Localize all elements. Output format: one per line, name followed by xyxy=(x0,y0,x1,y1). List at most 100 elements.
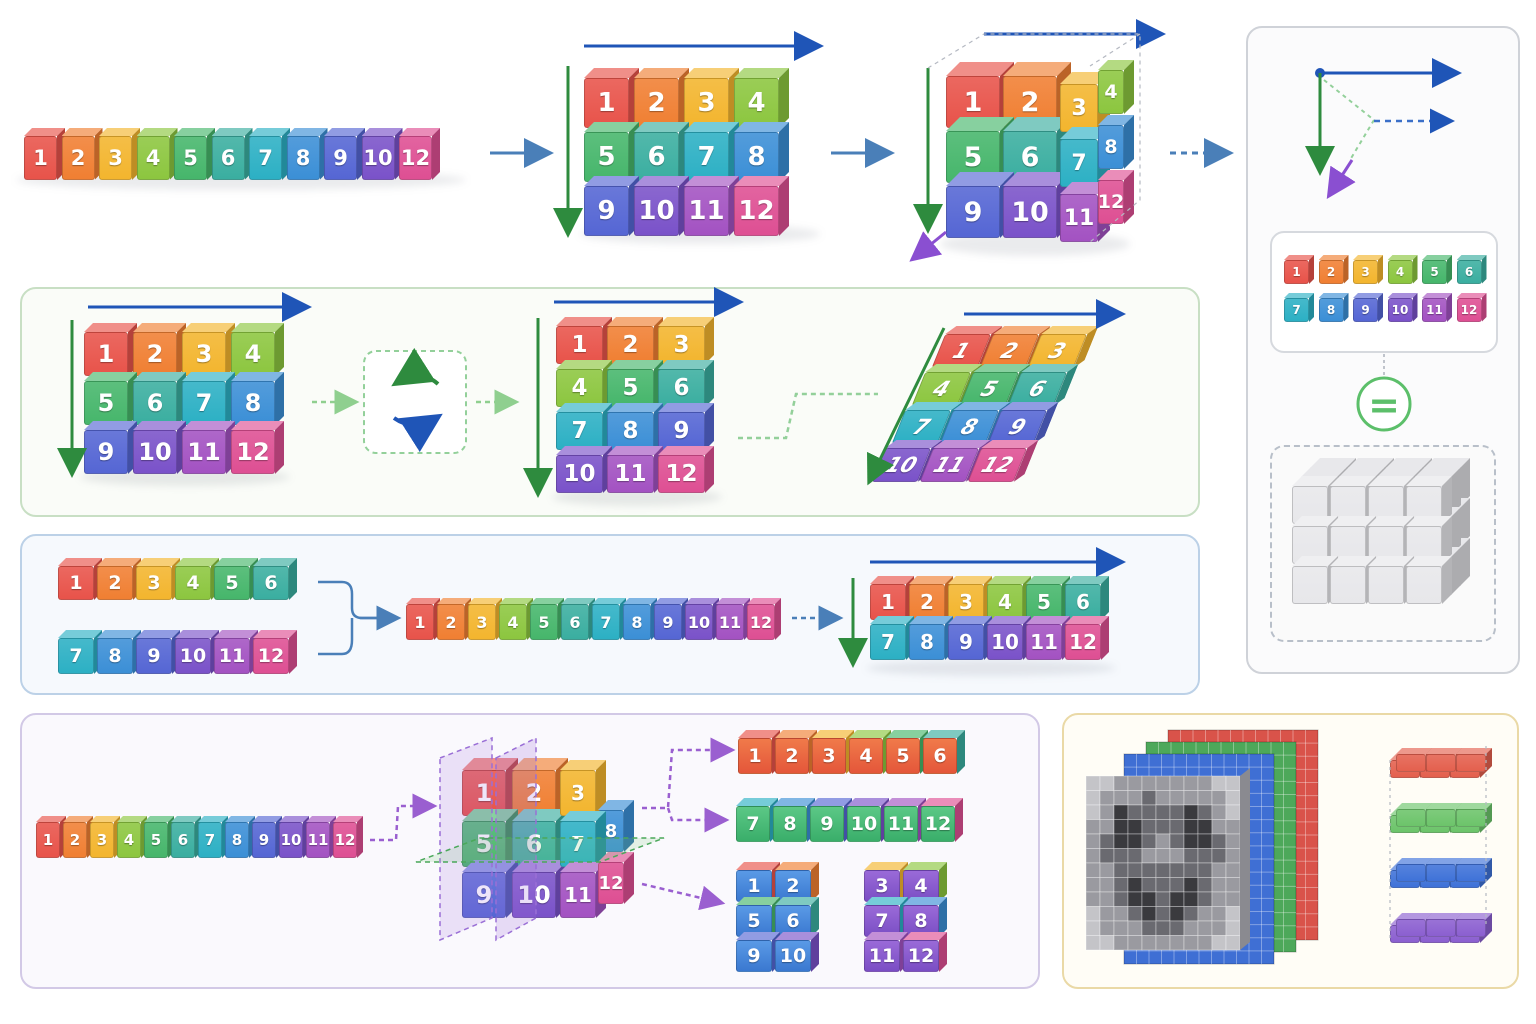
inset-cube-11-label: 11 xyxy=(1422,298,1447,322)
concat-result-cube-8-label: 8 xyxy=(623,604,651,640)
block-side-cube-12-label: 12 xyxy=(1098,180,1124,224)
grid4x3-cube-11-label: 11 xyxy=(607,455,654,493)
split-block-b-cube-11-label: 11 xyxy=(864,940,900,972)
concat-grid-cube-2-label: 2 xyxy=(909,584,945,620)
concat-grid-cube-12: 12 xyxy=(1065,616,1109,660)
inset-cube-5: 5 xyxy=(1422,255,1452,284)
split-input-cube-12-label: 12 xyxy=(333,822,357,858)
grid-cube-2-label: 2 xyxy=(634,78,679,128)
concat-result-cube-12-label: 12 xyxy=(747,604,775,640)
grid4x3-cube-9-label: 9 xyxy=(658,412,705,450)
flat-cube-9-label: 9 xyxy=(324,136,357,180)
split-front-cube-2-label: 2 xyxy=(512,770,556,816)
flat-cube-5-label: 5 xyxy=(174,136,207,180)
split-input-cube-1-label: 1 xyxy=(36,822,60,858)
block-side-cube-7-label: 7 xyxy=(1060,139,1098,187)
split-block-a-cube-9-label: 9 xyxy=(736,940,772,972)
concat-result-cube-11-label: 11 xyxy=(716,604,744,640)
split-row-b-cube-8-label: 8 xyxy=(773,806,807,842)
flat-cube-4-label: 4 xyxy=(136,136,170,180)
grid-cube-10-label: 10 xyxy=(634,186,679,236)
concat-grid-cube-5: 5 xyxy=(1026,576,1070,620)
flat-cube-12-label: 12 xyxy=(399,136,432,180)
concat-a-cube-4-label: 4 xyxy=(175,566,211,600)
concat-grid-cube-1-label: 1 xyxy=(870,584,906,620)
split-input-cube-7-label: 7 xyxy=(198,822,222,858)
split-input-cube-2-label: 2 xyxy=(63,822,87,858)
grid4x3-cube-5-label: 5 xyxy=(607,369,654,407)
grid-cube-7: 7 xyxy=(684,122,739,182)
grid-cube-9: 9 xyxy=(584,176,639,236)
reshape-cube-2-label: 2 xyxy=(133,332,177,376)
reshape-cube-10-label: 10 xyxy=(133,430,177,474)
concat-a-cube-6: 6 xyxy=(253,558,297,600)
inset-cube-10: 10 xyxy=(1387,293,1418,322)
split-row-a-cube-6: 6 xyxy=(923,730,965,774)
grid4x3-cube-4-label: 4 xyxy=(556,369,603,407)
split-side-cube-3-label: 3 xyxy=(560,770,596,816)
reshape-cube-9-label: 9 xyxy=(84,430,128,474)
split-row-b-cube-9-label: 9 xyxy=(810,806,844,842)
grid4x3-cube-9: 9 xyxy=(658,403,714,450)
flat-cube-7: 7 xyxy=(249,128,290,180)
concat-result-cube-7: 7 xyxy=(592,598,626,640)
grid4x3-cube-12-label: 12 xyxy=(658,455,705,493)
reshape-cube-7: 7 xyxy=(182,372,235,425)
split-input-cube-10-label: 10 xyxy=(279,822,303,858)
split-row-a-cube-5-label: 5 xyxy=(886,738,920,774)
concat-grid-cube-6-label: 6 xyxy=(1065,584,1101,620)
reshape-cube-11: 11 xyxy=(182,421,235,474)
inset-cube-8-label: 8 xyxy=(1318,298,1344,322)
concat-b-cube-11: 11 xyxy=(214,630,258,674)
concat-grid-cube-3-label: 3 xyxy=(948,584,984,620)
reshape-cube-12: 12 xyxy=(231,421,284,474)
reshape-cube-5-label: 5 xyxy=(84,381,128,425)
grid-cube-11-label: 11 xyxy=(684,186,729,236)
concat-grid-cube-10-label: 10 xyxy=(987,624,1023,660)
split-row-b-cube-12: 12 xyxy=(921,798,963,842)
split-row-b-cube-12-label: 12 xyxy=(921,806,955,842)
split-side-cube-7: 7 xyxy=(560,811,606,867)
split-row-a-cube-3-label: 3 xyxy=(812,738,846,774)
concat-a-cube-2-label: 2 xyxy=(97,566,133,600)
concat-b-cube-9-label: 9 xyxy=(136,638,172,674)
grayscale-image xyxy=(1085,768,1250,951)
split-input-cube-9-label: 9 xyxy=(252,822,276,858)
flat-cube-9: 9 xyxy=(324,128,365,180)
concat-result-cube-3: 3 xyxy=(468,598,502,640)
concat-grid-cube-11-label: 11 xyxy=(1026,624,1062,660)
concat-result-cube-6-label: 6 xyxy=(561,604,589,640)
reshape-cube-4-label: 4 xyxy=(231,332,275,376)
concat-b-cube-11-label: 11 xyxy=(214,638,250,674)
concat-result-cube-2-label: 2 xyxy=(437,604,465,640)
inset-cube-7-label: 7 xyxy=(1284,298,1309,322)
split-row-b-cube-11-label: 11 xyxy=(884,806,918,842)
inset-cube-4: 4 xyxy=(1387,255,1418,284)
split-row-a-cube-6-label: 6 xyxy=(923,738,957,774)
concat-b-cube-7-label: 7 xyxy=(58,638,94,674)
concat-a-cube-1-label: 1 xyxy=(58,566,94,600)
split-input-cube-11-label: 11 xyxy=(306,822,330,858)
grid-cube-12-label: 12 xyxy=(734,186,779,236)
split-block-b-cube-4: 4 xyxy=(903,862,947,902)
flat-cube-4: 4 xyxy=(136,128,178,180)
inset-cube-6-label: 6 xyxy=(1456,260,1482,284)
block-front-cube-9-label: 9 xyxy=(946,186,1000,238)
reshape-cube-7-label: 7 xyxy=(182,381,226,425)
inset-cube-7: 7 xyxy=(1284,293,1314,322)
grid4x3-cube-10-label: 10 xyxy=(556,455,603,493)
concat-a-cube-5-label: 5 xyxy=(214,566,250,600)
inset-cube-11: 11 xyxy=(1422,293,1452,322)
split-front-cube-1-label: 1 xyxy=(462,770,506,816)
split-row-a-cube-1-label: 1 xyxy=(738,738,772,774)
split-row-a-cube-1: 1 xyxy=(738,730,780,774)
concat-b-cube-8-label: 8 xyxy=(97,638,133,674)
inset-cube-5-label: 5 xyxy=(1422,260,1447,284)
split-input-cube-4-label: 4 xyxy=(117,822,141,858)
block-front-cube-10-label: 10 xyxy=(1003,186,1057,238)
flat-tensor-inset xyxy=(1270,231,1498,353)
split-row-b-cube-10-label: 10 xyxy=(847,806,881,842)
reshape-cube-2: 2 xyxy=(133,323,186,376)
inset-cube-10-label: 10 xyxy=(1387,298,1413,322)
reshape-cube-9: 9 xyxy=(84,421,137,474)
